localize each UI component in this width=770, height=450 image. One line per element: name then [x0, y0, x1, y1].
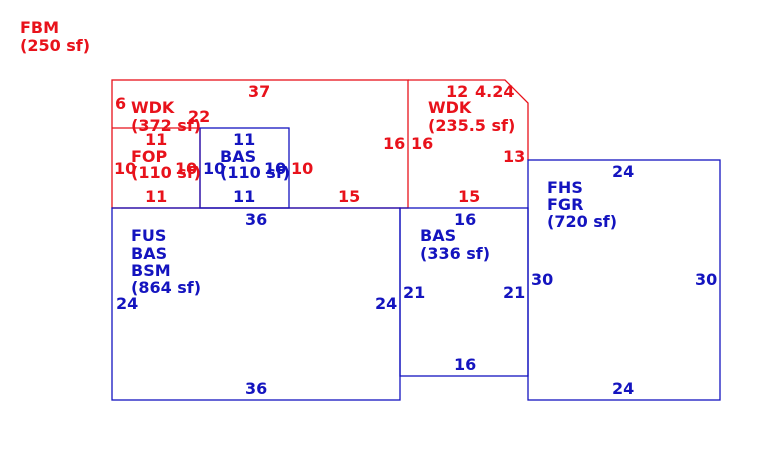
wdk-mid-dim-side: 16: [383, 134, 405, 153]
fus-dim-top: 36: [245, 210, 267, 229]
fhs-dim-top: 24: [612, 162, 634, 181]
bas-mid-code-label: BAS: [420, 226, 456, 245]
wdk-left-code-label: WDK: [131, 98, 175, 117]
fbm-code-label: FBM: [20, 18, 59, 37]
wdk-left-dim-left: 6: [115, 94, 126, 113]
fhs-dim-left: 30: [531, 270, 553, 289]
fbm-area-label: (250 sf): [20, 36, 90, 55]
bas-small-dim-bottom: 11: [233, 187, 255, 206]
fhs-area-label: (720 sf): [547, 212, 617, 231]
bas-small-dim-top: 11: [233, 130, 255, 149]
bas-mid-dim-top: 16: [454, 210, 476, 229]
bas-small-dim-left: 10: [203, 159, 225, 178]
wdk-mid-dim-bottom: 15: [338, 187, 360, 206]
fop-dim-left: 10: [114, 159, 136, 178]
bas-small-dim-right: 10: [264, 159, 286, 178]
fop-dim-right: 10: [175, 159, 197, 178]
blue-outlines: [111, 127, 721, 401]
bas-small-area-label: (110 sf): [220, 163, 290, 182]
wdk-right-dim-corner: 4.24: [475, 82, 514, 101]
fus-code-1: FUS: [131, 226, 166, 245]
wdk-left-dim-inner: 22: [188, 107, 210, 126]
fus-dim-left: 24: [116, 294, 138, 313]
fus-dim-bottom: 36: [245, 379, 267, 398]
fhs-dim-right: 30: [695, 270, 717, 289]
fop-area-label: (110 sf): [131, 163, 201, 182]
wdk-right-dim-top: 12: [446, 82, 468, 101]
fus-code-3: BSM: [131, 261, 171, 280]
fhs-outline: [527, 159, 721, 401]
fus-dim-right: 24: [375, 294, 397, 313]
wdk-right-dim-bottom: 15: [458, 187, 480, 206]
wdk-right-dim-right: 13: [503, 147, 525, 166]
wdk-right-dim-left: 16: [411, 134, 433, 153]
bas-small-code-label: BAS: [220, 147, 256, 166]
bas-mid-dim-left: 21: [403, 283, 425, 302]
fus-area-label: (864 sf): [131, 278, 201, 297]
wdk-left-area-label: (372 sf): [131, 116, 201, 135]
wdk-right-outline: [408, 79, 529, 160]
fhs-code-2: FGR: [547, 195, 583, 214]
wdk-right-code-label: WDK: [428, 98, 472, 117]
bas-mid-area-label: (336 sf): [420, 244, 490, 263]
wdk-left-dim-top: 37: [248, 82, 270, 101]
fhs-code-1: FHS: [547, 178, 583, 197]
bas-mid-dim-bottom: 16: [454, 355, 476, 374]
fop-dim-top: 11: [145, 130, 167, 149]
fhs-dim-bottom: 24: [612, 379, 634, 398]
wdk-mid-dim-right: 10: [291, 159, 313, 178]
fop-code-label: FOP: [131, 147, 168, 166]
fop-dim-bottom: 11: [145, 187, 167, 206]
bas-mid-dim-right: 21: [503, 283, 525, 302]
fus-code-2: BAS: [131, 244, 167, 263]
wdk-right-area-label: (235.5 sf): [428, 116, 515, 135]
